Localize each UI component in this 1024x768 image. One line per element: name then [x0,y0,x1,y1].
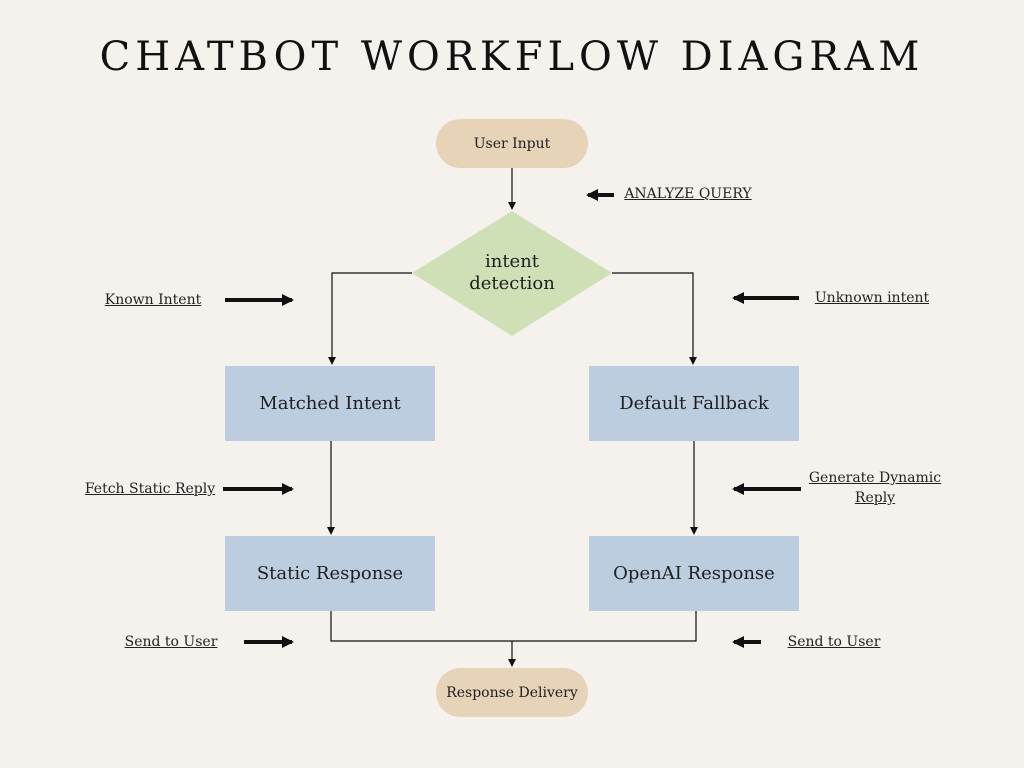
end-node: Response Delivery [436,668,588,717]
decision-label: intent detection [469,251,555,294]
generate-dynamic-reply-label: Generate Dynamic Reply [808,470,942,506]
edge-decision-fallback [612,272,697,365]
decision-diamond [412,211,612,336]
openai-response-box: OpenAI Response [589,536,799,611]
edge-merge [330,611,697,642]
unknown-intent-label: Unknown intent [814,290,930,306]
fetch-static-reply-label: Fetch Static Reply [84,481,216,497]
known-intent-label: Known Intent [104,292,202,308]
matched-intent-box: Matched Intent [225,366,435,441]
default-fallback-box: Default Fallback [589,366,799,441]
static-response-box: Static Response [225,536,435,611]
edge-decision-matched [328,272,412,365]
analyze-query-label: ANALYZE QUERY [624,186,752,202]
page-title: CHATBOT WORKFLOW DIAGRAM [99,34,925,80]
send-to-user-right-label: Send to User [787,634,881,650]
send-to-user-left-label: Send to User [124,634,218,650]
start-node: User Input [436,119,588,168]
